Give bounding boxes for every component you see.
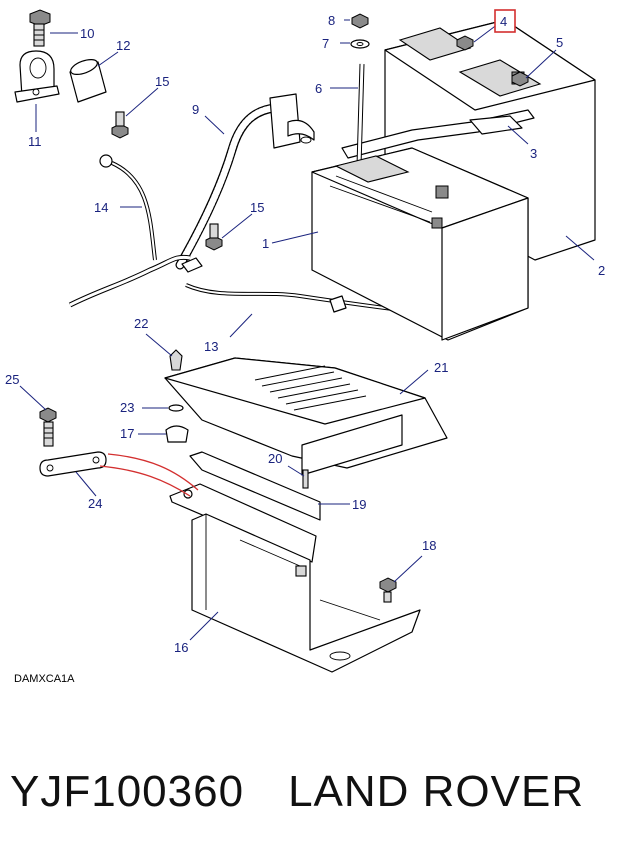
callout-22: 22 — [134, 316, 148, 331]
part-3-clamp-bar — [341, 109, 535, 159]
callout-13: 13 — [204, 339, 218, 354]
callout-8: 8 — [328, 13, 335, 28]
part-10-bolt — [29, 9, 51, 47]
part-8-nut — [351, 13, 369, 29]
part-22-clip — [169, 349, 183, 371]
callout-5: 5 — [556, 35, 563, 50]
callout-14: 14 — [94, 200, 108, 215]
footer: YJF100360 LAND ROVER — [10, 762, 610, 822]
callout-17: 17 — [120, 426, 134, 441]
callout-2: 2 — [598, 263, 605, 278]
callout-12: 12 — [116, 38, 130, 53]
diagram-reference-code: DAMXCA1A — [14, 673, 75, 685]
callout-4-highlight-box — [494, 9, 516, 33]
callout-18: 18 — [422, 538, 436, 553]
part-1-battery-front — [311, 147, 529, 341]
part-15-bolt-lower — [205, 223, 223, 251]
brand-name: LAND ROVER — [288, 767, 585, 816]
callout-19: 19 — [352, 497, 366, 512]
callout-25: 25 — [5, 372, 19, 387]
part-11-clamp — [14, 50, 60, 103]
callout-24: 24 — [88, 496, 102, 511]
callout-15-lower: 15 — [250, 200, 264, 215]
callout-3: 3 — [530, 146, 537, 161]
part-4-nut — [456, 35, 474, 51]
part-14-cable — [68, 154, 203, 308]
callout-1: 1 — [262, 236, 269, 251]
part-number: YJF100360 — [10, 767, 245, 816]
part-5-bolt — [511, 71, 529, 87]
callout-10: 10 — [80, 26, 94, 41]
callouts: 10 12 11 15 9 14 15 1 13 8 7 6 4 5 3 2 2… — [5, 9, 605, 655]
callout-11: 11 — [28, 134, 42, 149]
callout-15-upper: 15 — [155, 74, 169, 89]
battery-exploded-diagram: 10 12 11 15 9 14 15 1 13 8 7 6 4 5 3 2 2… — [5, 9, 605, 685]
part-25-bolt — [39, 407, 57, 447]
part-7-washer — [350, 39, 370, 49]
callout-4: 4 — [500, 14, 507, 29]
highlight-arrows — [99, 453, 199, 497]
leader-lines — [19, 19, 595, 641]
callout-7: 7 — [322, 36, 329, 51]
part-17-clip — [165, 425, 189, 443]
callout-21: 21 — [434, 360, 448, 375]
part-23-washer — [168, 404, 184, 412]
part-24-plate — [39, 451, 107, 477]
callout-16: 16 — [174, 640, 188, 655]
part-21-cover — [164, 357, 448, 476]
callout-20: 20 — [268, 451, 282, 466]
callout-6: 6 — [315, 81, 322, 96]
part-16-base — [191, 513, 421, 673]
part-12-sleeve — [69, 59, 107, 103]
part-18-bolt — [379, 577, 397, 603]
part-20-screw — [302, 469, 309, 489]
part-9-cable — [175, 93, 315, 270]
part-15-bolt-upper — [111, 111, 129, 139]
callout-23: 23 — [120, 400, 134, 415]
callout-9: 9 — [192, 102, 199, 117]
